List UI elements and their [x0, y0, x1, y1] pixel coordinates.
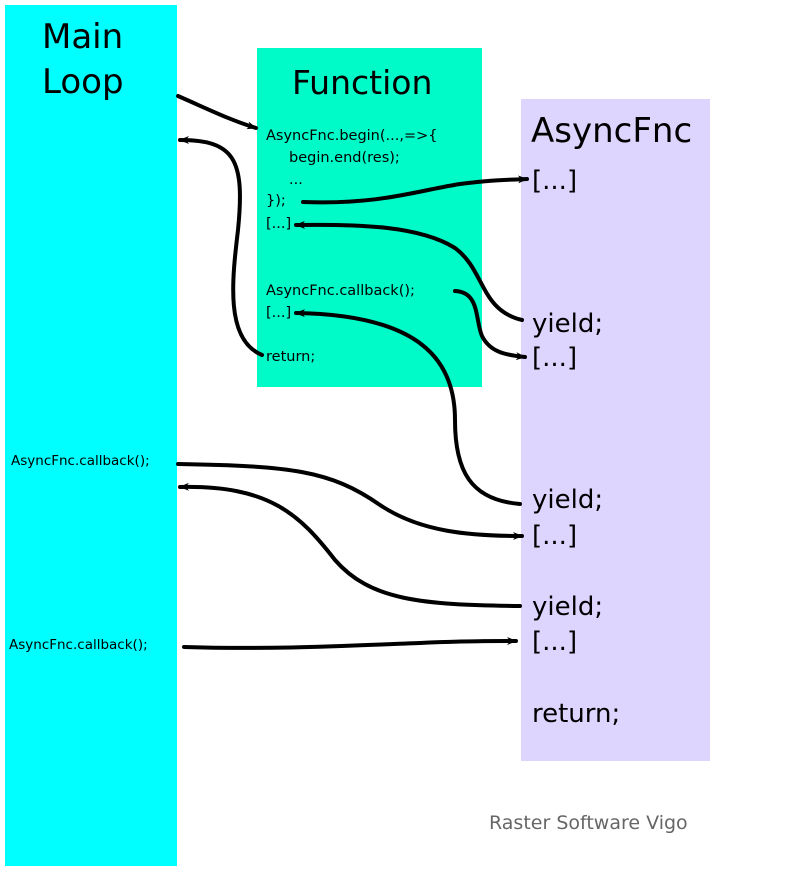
function-line-return: return; [266, 349, 316, 365]
arrow-loop-callback2-to-asyncfnc [182, 637, 518, 650]
function-line-continue-1: [...] [266, 216, 292, 232]
main-loop-callback-1: AsyncFnc.callback(); [11, 453, 150, 469]
main-loop-title-line1: Main [42, 17, 124, 57]
credit-text: Raster Software Vigo [489, 812, 688, 834]
asyncfnc-line-continue-2: [...] [532, 343, 578, 373]
arrow-return-to-loop [178, 136, 264, 357]
asyncfnc-line-continue-4: [...] [532, 627, 578, 657]
arrow-loop-to-function [176, 94, 258, 130]
function-line-close: }); [266, 193, 286, 209]
arrow-loop-callback1-to-asyncfnc [176, 462, 524, 540]
asyncfnc-line-continue-3: [...] [532, 521, 578, 551]
arrow-callback-to-asyncfnc [453, 289, 527, 361]
function-line-ellipsis: ... [289, 172, 303, 188]
function-line-continue-2: [...] [266, 305, 292, 321]
function-column [257, 48, 482, 387]
arrow-function-to-asyncfnc-start [301, 175, 529, 205]
function-title: Function [292, 63, 433, 102]
main-loop-column [5, 5, 177, 866]
asyncfnc-line-continue-1: [...] [532, 166, 578, 196]
function-line-begin-end: begin.end(res); [289, 150, 400, 166]
function-line-callback: AsyncFnc.callback(); [266, 283, 415, 299]
arrow-yield3-to-loop [178, 482, 522, 608]
asyncfnc-line-yield-1: yield; [532, 309, 604, 339]
main-loop-title-line2: Loop [42, 62, 124, 102]
asyncfnc-column [521, 99, 710, 761]
asyncfnc-title: AsyncFnc [531, 111, 693, 151]
function-line-begin: AsyncFnc.begin(...,=>{ [266, 128, 438, 144]
arrow-yield2-to-function [294, 309, 522, 506]
main-loop-callback-2: AsyncFnc.callback(); [9, 637, 148, 653]
arrow-yield1-to-function [294, 220, 524, 322]
asyncfnc-line-yield-2: yield; [532, 485, 604, 515]
asyncfnc-line-return: return; [532, 699, 621, 729]
asyncfnc-line-yield-3: yield; [532, 592, 604, 622]
